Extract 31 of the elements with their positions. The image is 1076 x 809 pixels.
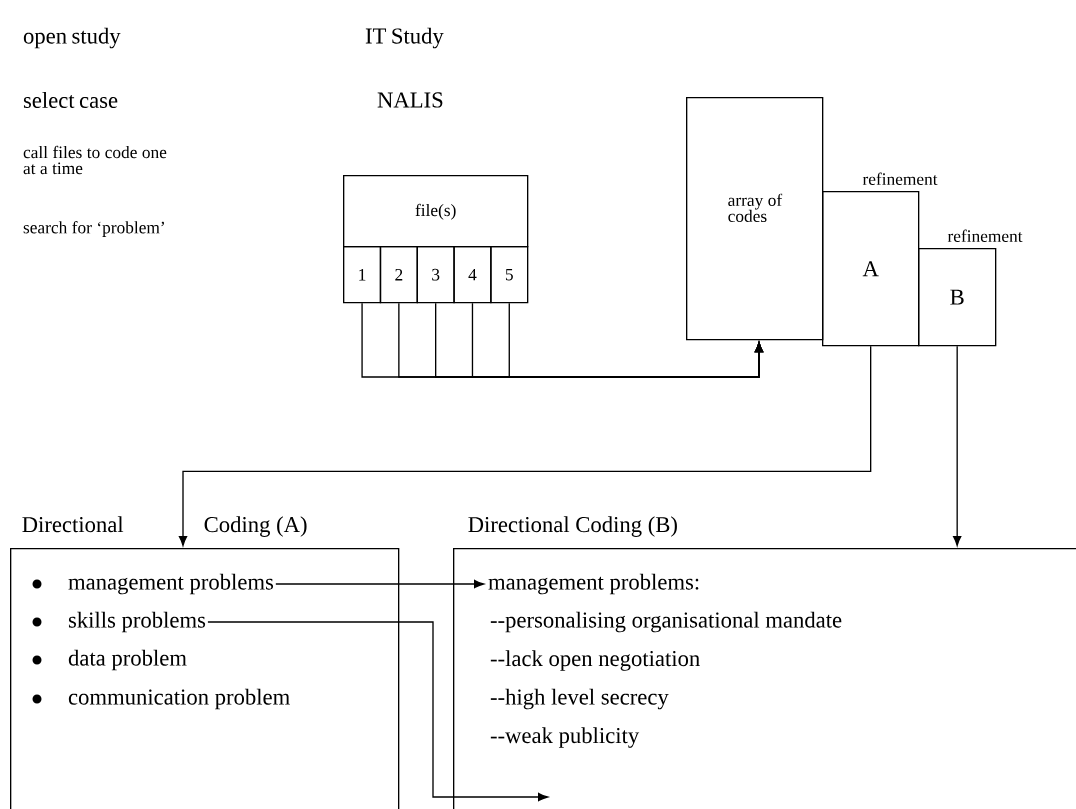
list-item: management problems: [488,573,699,595]
list-item: skills problems [68,611,206,633]
arrow [178,345,872,546]
node-label: refinement [947,229,1023,242]
list-item: --weak publicity [490,727,640,748]
step-label: call files to code one at a time [23,145,167,175]
list-item: communication problem [68,688,290,710]
step-label: open study [23,27,121,49]
node-label: Directional Coding (B) [468,516,677,537]
file-cell: 1 [343,246,382,304]
file-cell: 2 [379,246,418,304]
value-label: IT Study [365,27,444,49]
arrow [275,579,484,589]
step-label: search for ‘problem’ [23,221,164,237]
list-item: management problems [68,573,274,595]
value-label: NALIS [377,92,443,108]
list-item: --high level secrecy [490,688,669,710]
arrow [207,621,548,802]
arrow [953,345,962,546]
code-array-box: array of codes [686,97,824,341]
file-cell: 4 [453,246,492,304]
node-label: refinement [862,172,938,185]
node-label: Coding (A) [204,516,307,537]
file-box: file(s) [343,175,529,248]
node-label: Directional [22,516,124,533]
file-cell: 5 [490,246,529,304]
list-item: data problem [68,649,187,671]
step-label: select case [23,92,118,108]
list-item: --lack open negotiation [490,650,700,671]
file-cell: 3 [416,246,455,304]
list-item: --personalising organisational mandate [490,611,842,633]
